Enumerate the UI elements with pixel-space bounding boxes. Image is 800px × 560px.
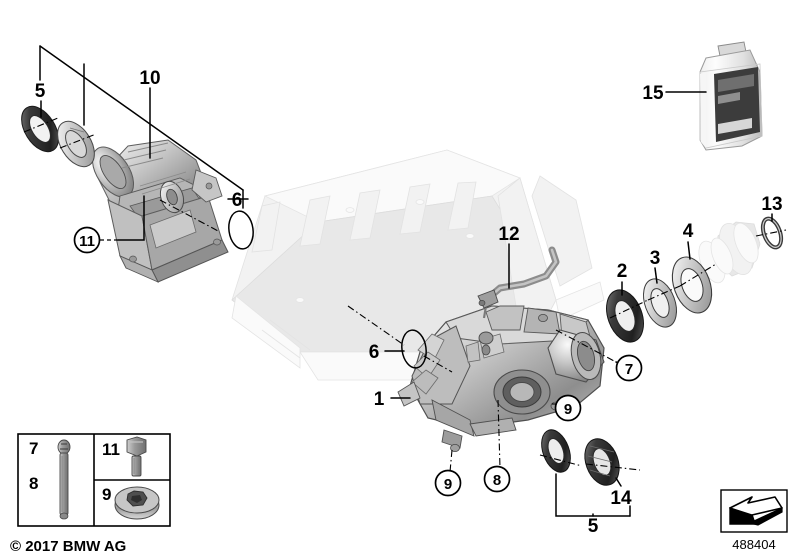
callout-5-upper[interactable]: 5	[35, 81, 46, 102]
part-6-o-ring-lower	[401, 329, 427, 369]
part-14-shaft-seal	[584, 438, 620, 486]
bent-arrow-icon	[729, 496, 783, 526]
callout-10[interactable]: 10	[139, 68, 160, 89]
callout-12[interactable]: 12	[498, 224, 519, 245]
callout-3[interactable]: 3	[650, 248, 661, 269]
callout-1[interactable]: 1	[374, 389, 385, 410]
callout-6-upper[interactable]: 6	[232, 190, 243, 211]
part-12-breather-hose	[477, 246, 560, 309]
output-flange-ghost	[698, 221, 761, 284]
part-5-seal-lower	[541, 429, 571, 473]
part-5-shaft-seal	[21, 105, 59, 153]
callout-6-lower[interactable]: 6	[369, 342, 380, 363]
callout-circles	[73, 226, 643, 497]
part-6-o-ring-upper	[228, 210, 254, 250]
callout-14[interactable]: 14	[610, 488, 632, 509]
long-bolt-icon	[57, 439, 71, 520]
callout-8[interactable]: 8	[493, 472, 501, 489]
part-15-oil-bottle	[699, 41, 763, 151]
part-2-shaft-seal	[606, 289, 644, 343]
hex-bolt-icon	[126, 436, 147, 477]
callout-15[interactable]: 15	[642, 83, 664, 104]
copyright-text: © 2017 BMW AG	[10, 538, 126, 555]
legend-label-8: 8	[29, 474, 38, 493]
legend-label-11: 11	[102, 440, 120, 459]
callout-13[interactable]: 13	[761, 194, 782, 215]
callout-5-lower[interactable]: 5	[588, 516, 599, 537]
part-13-snap-ring	[760, 216, 784, 250]
part-5-bearing-ring	[57, 120, 95, 168]
legend-box: 7 8 11 9	[17, 433, 171, 527]
part-3-spacer-ring	[643, 278, 677, 328]
legend-label-7: 7	[29, 439, 38, 458]
callout-9-right[interactable]: 9	[564, 401, 572, 418]
legend-label-9: 9	[102, 485, 111, 504]
drain-plug-icon	[114, 486, 160, 520]
direction-icon-box	[720, 489, 788, 533]
callout-11[interactable]: 11	[79, 233, 95, 250]
part-10-bearing-bracket	[91, 139, 229, 283]
callout-9-left[interactable]: 9	[444, 476, 452, 493]
callout-4[interactable]: 4	[683, 221, 694, 242]
callout-7[interactable]: 7	[625, 361, 633, 378]
part-number: 488404	[732, 537, 775, 552]
callout-2[interactable]: 2	[617, 261, 628, 282]
part-4-thrust-washer	[671, 256, 713, 314]
